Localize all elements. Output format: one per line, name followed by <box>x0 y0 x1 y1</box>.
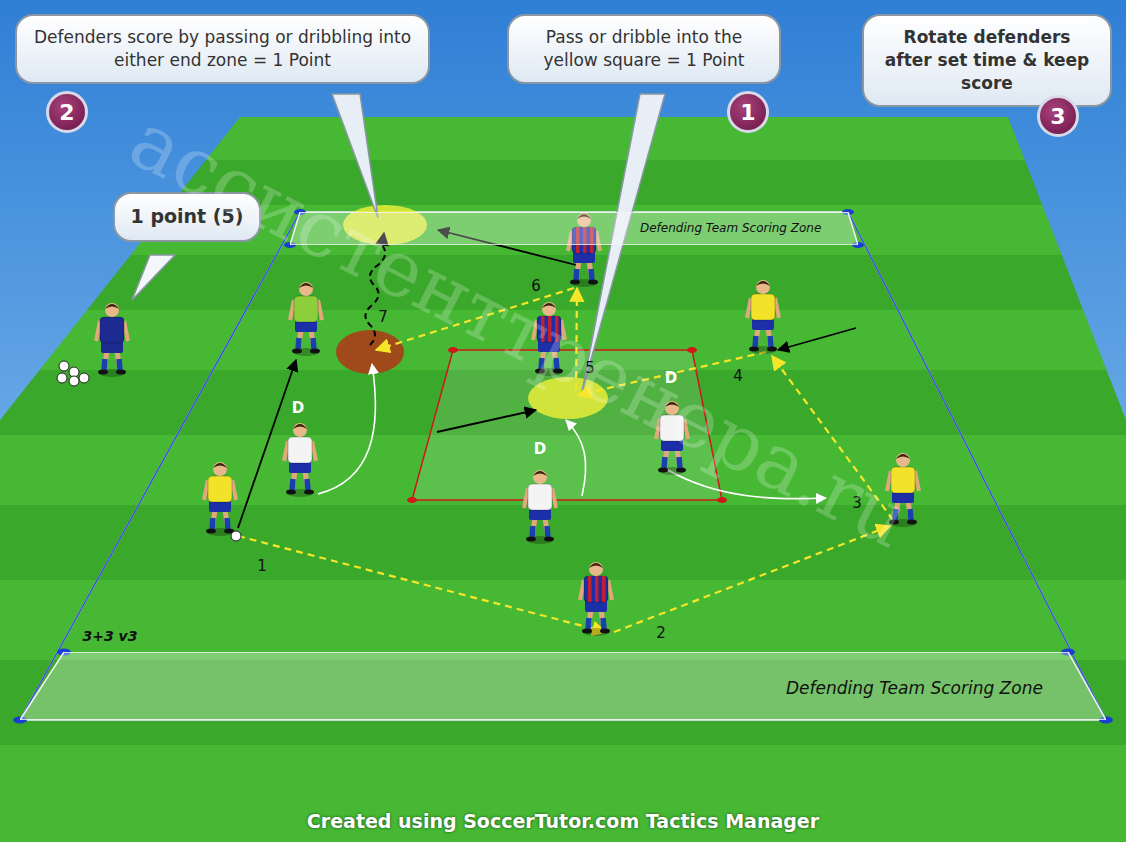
grass-stripe <box>0 580 1126 660</box>
step-number: 2 <box>656 624 666 642</box>
step-number: 1 <box>257 557 267 575</box>
callout-box: Pass or dribble into the yellow square =… <box>507 14 781 84</box>
player-figure <box>887 453 919 527</box>
step-number: 7 <box>378 308 388 326</box>
player-figure <box>284 423 316 497</box>
grass-stripe <box>0 505 1126 580</box>
callout-number: 2 <box>46 91 88 133</box>
watermark: ассистенттренера.ru <box>116 95 923 566</box>
player-figure <box>580 562 612 636</box>
callout-text: Defenders score by passing or dribbling … <box>31 26 414 72</box>
grass-stripe <box>0 255 1126 310</box>
player-figure <box>533 302 565 376</box>
zone-label: Defending Team Scoring Zone <box>786 678 1043 698</box>
player-figure <box>204 462 236 536</box>
defender-mark: D <box>534 440 546 458</box>
player-figure <box>290 282 322 356</box>
callout-text: Pass or dribble into the yellow square =… <box>523 26 765 72</box>
format-label: 3+3 v3 <box>83 628 138 644</box>
defender-mark: D <box>292 399 304 417</box>
callout-number: 1 <box>727 91 769 133</box>
player-figure <box>96 303 128 377</box>
grass-stripe <box>0 117 1126 160</box>
step-number: 6 <box>531 277 541 295</box>
step-number: 3 <box>852 494 862 512</box>
scoring-zone: Defending Team Scoring Zone <box>290 212 858 245</box>
callout-text: Rotate defenders after set time & keep s… <box>878 26 1096 95</box>
callout-box: 1 point (5) <box>113 192 261 242</box>
defender-mark: D <box>665 369 677 387</box>
step-number: 5 <box>585 359 595 377</box>
callout-number: 3 <box>1037 95 1079 137</box>
player-figure <box>747 280 779 354</box>
grass-stripe <box>0 745 1126 842</box>
callout-box: Rotate defenders after set time & keep s… <box>862 14 1112 107</box>
caption: Created using SoccerTutor.com Tactics Ma… <box>307 810 819 832</box>
zone-label: Defending Team Scoring Zone <box>640 221 821 235</box>
callout-box: Defenders score by passing or dribbling … <box>15 14 430 84</box>
step-number: 4 <box>733 367 743 385</box>
callout-text: 1 point (5) <box>129 204 245 230</box>
player-figure <box>524 470 556 544</box>
scoring-zone: Defending Team Scoring Zone <box>20 652 1106 720</box>
player-figure <box>656 401 688 475</box>
